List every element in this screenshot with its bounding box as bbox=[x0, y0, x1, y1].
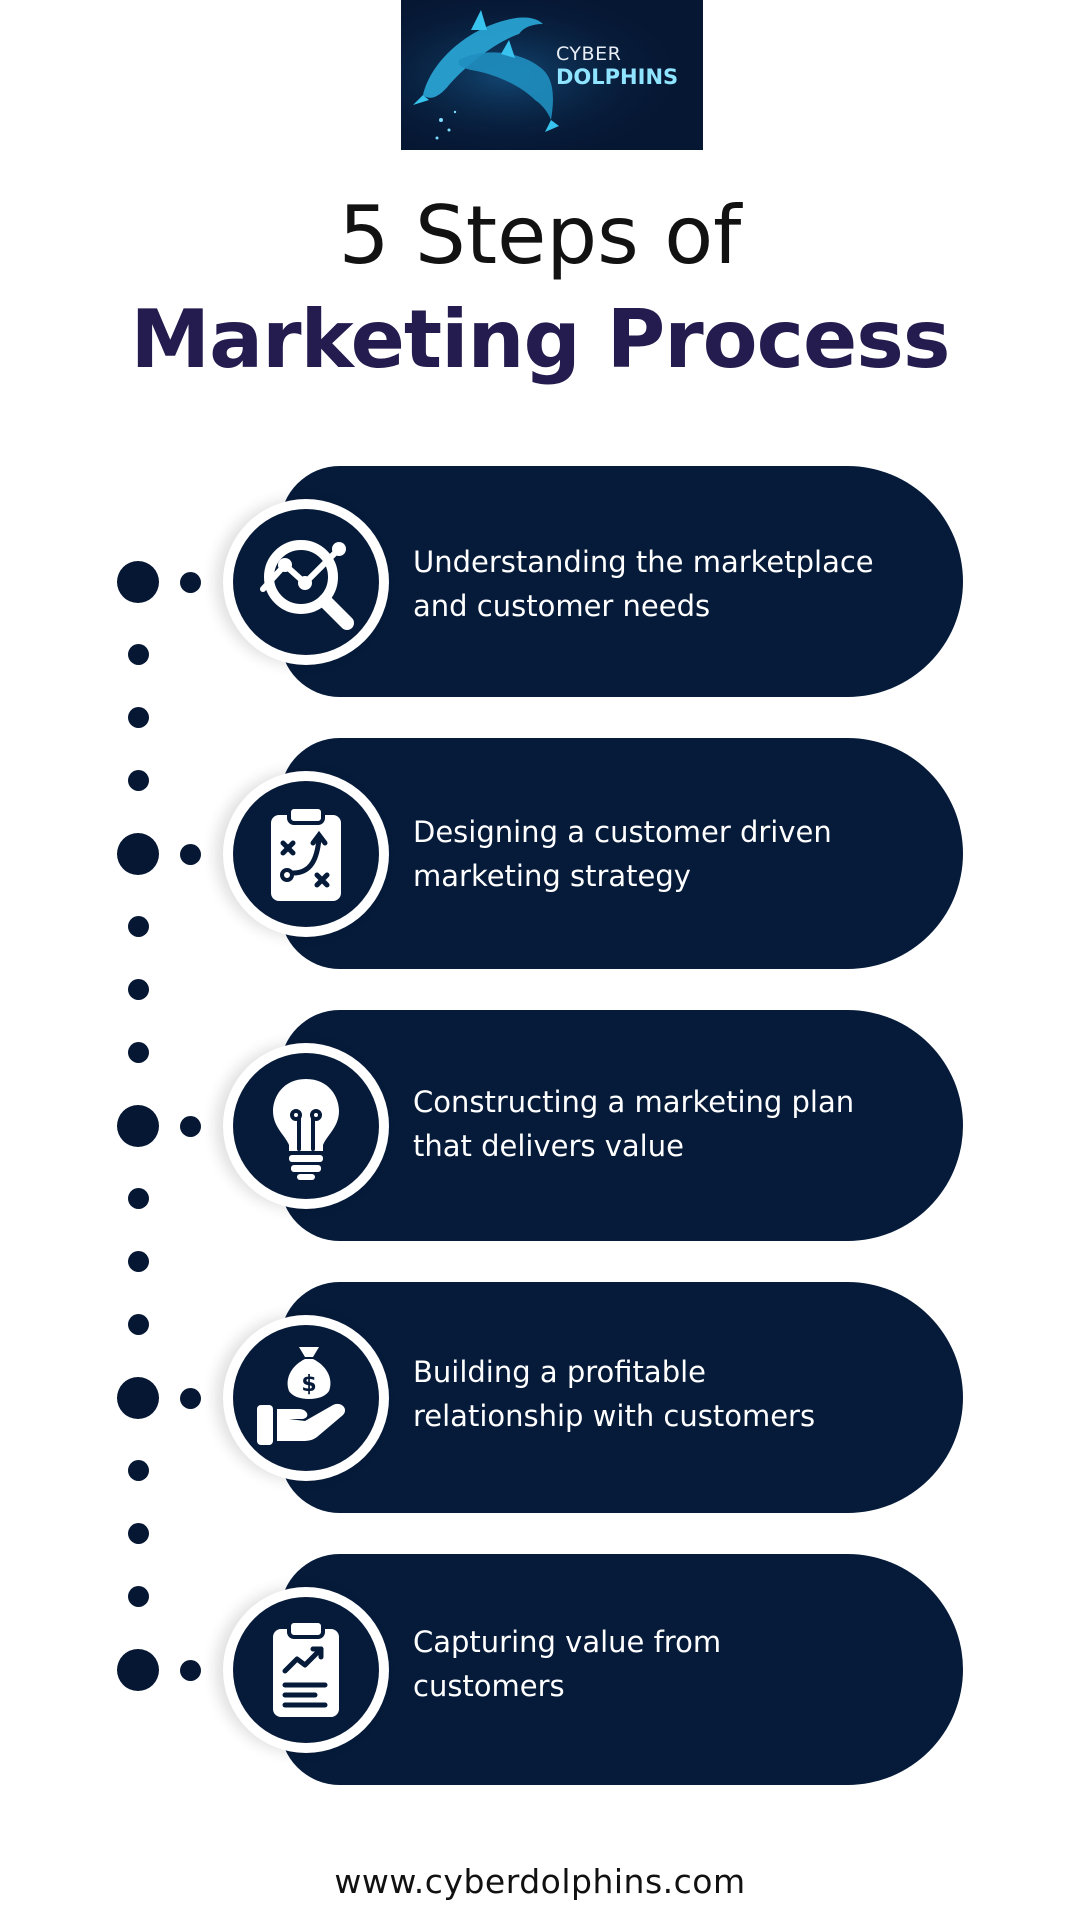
step-text-line: Understanding the marketplace bbox=[413, 545, 874, 579]
step-icon-badge bbox=[223, 771, 389, 937]
step-card bbox=[280, 466, 963, 697]
step-text-line: Capturing value from bbox=[413, 1625, 722, 1659]
step-icon-badge bbox=[223, 1587, 389, 1753]
timeline-dot bbox=[128, 1251, 149, 1272]
timeline-dot bbox=[180, 1660, 201, 1681]
timeline-dot bbox=[128, 707, 149, 728]
timeline-dot bbox=[128, 1314, 149, 1335]
strategy-clipboard-icon bbox=[271, 805, 341, 901]
money-bag-hand-icon: $ bbox=[257, 1347, 346, 1445]
timeline-dot bbox=[128, 644, 149, 665]
timeline-dot bbox=[117, 1377, 159, 1419]
timeline-dot bbox=[128, 1460, 149, 1481]
timeline-dot bbox=[117, 1649, 159, 1691]
step-text: Capturing value from customers bbox=[413, 1620, 953, 1708]
lightbulb-icon bbox=[273, 1079, 339, 1180]
timeline-dot bbox=[180, 844, 201, 865]
step-text: Constructing a marketing plan that deliv… bbox=[413, 1080, 953, 1168]
analytics-search-icon bbox=[260, 540, 354, 630]
timeline-dot bbox=[128, 979, 149, 1000]
title-line1: 5 Steps of bbox=[338, 189, 742, 282]
timeline-dot bbox=[180, 1388, 201, 1409]
step-text-line: Designing a customer driven bbox=[413, 815, 832, 849]
timeline-dot bbox=[128, 770, 149, 791]
step-icon-badge: $ bbox=[223, 1315, 389, 1481]
step-text-line: marketing strategy bbox=[413, 859, 691, 893]
step-text-line: that delivers value bbox=[413, 1129, 684, 1163]
logo-text-cyber: CYBER bbox=[556, 43, 622, 65]
timeline-dot bbox=[128, 1188, 149, 1209]
title-line2: Marketing Process bbox=[130, 293, 950, 386]
website-url[interactable]: www.cyberdolphins.com bbox=[334, 1862, 746, 1901]
report-clipboard-icon bbox=[273, 1619, 339, 1717]
step-text-line: Constructing a marketing plan bbox=[413, 1085, 855, 1119]
timeline-dot bbox=[117, 561, 159, 603]
step-card bbox=[280, 738, 963, 969]
timeline-dot bbox=[117, 833, 159, 875]
step-text-line: customers bbox=[413, 1669, 565, 1703]
step-card bbox=[280, 1554, 963, 1785]
logo-text-dolphins: DOLPHINS bbox=[556, 65, 679, 89]
step-text-line: relationship with customers bbox=[413, 1399, 816, 1433]
timeline-dot bbox=[128, 1586, 149, 1607]
timeline-dot bbox=[180, 572, 201, 593]
step-text: Understanding the marketplace and custom… bbox=[413, 540, 953, 628]
cyber-dolphins-logo: CYBER DOLPHINS bbox=[401, 0, 703, 150]
dolphins-icon bbox=[401, 0, 703, 150]
step-text: Building a profitable relationship with … bbox=[413, 1350, 953, 1438]
step-card bbox=[280, 1282, 963, 1513]
timeline-dot bbox=[128, 916, 149, 937]
step-icon-badge bbox=[223, 1043, 389, 1209]
step-text-line: Building a profitable bbox=[413, 1355, 707, 1389]
timeline-dot bbox=[128, 1523, 149, 1544]
timeline-dot bbox=[128, 1042, 149, 1063]
step-card bbox=[280, 1010, 963, 1241]
svg-text:$: $ bbox=[301, 1372, 316, 1397]
timeline-dot bbox=[180, 1116, 201, 1137]
step-text: Designing a customer driven marketing st… bbox=[413, 810, 953, 898]
step-text-line: and customer needs bbox=[413, 589, 711, 623]
timeline-dot bbox=[117, 1105, 159, 1147]
step-icon-badge bbox=[223, 499, 389, 665]
